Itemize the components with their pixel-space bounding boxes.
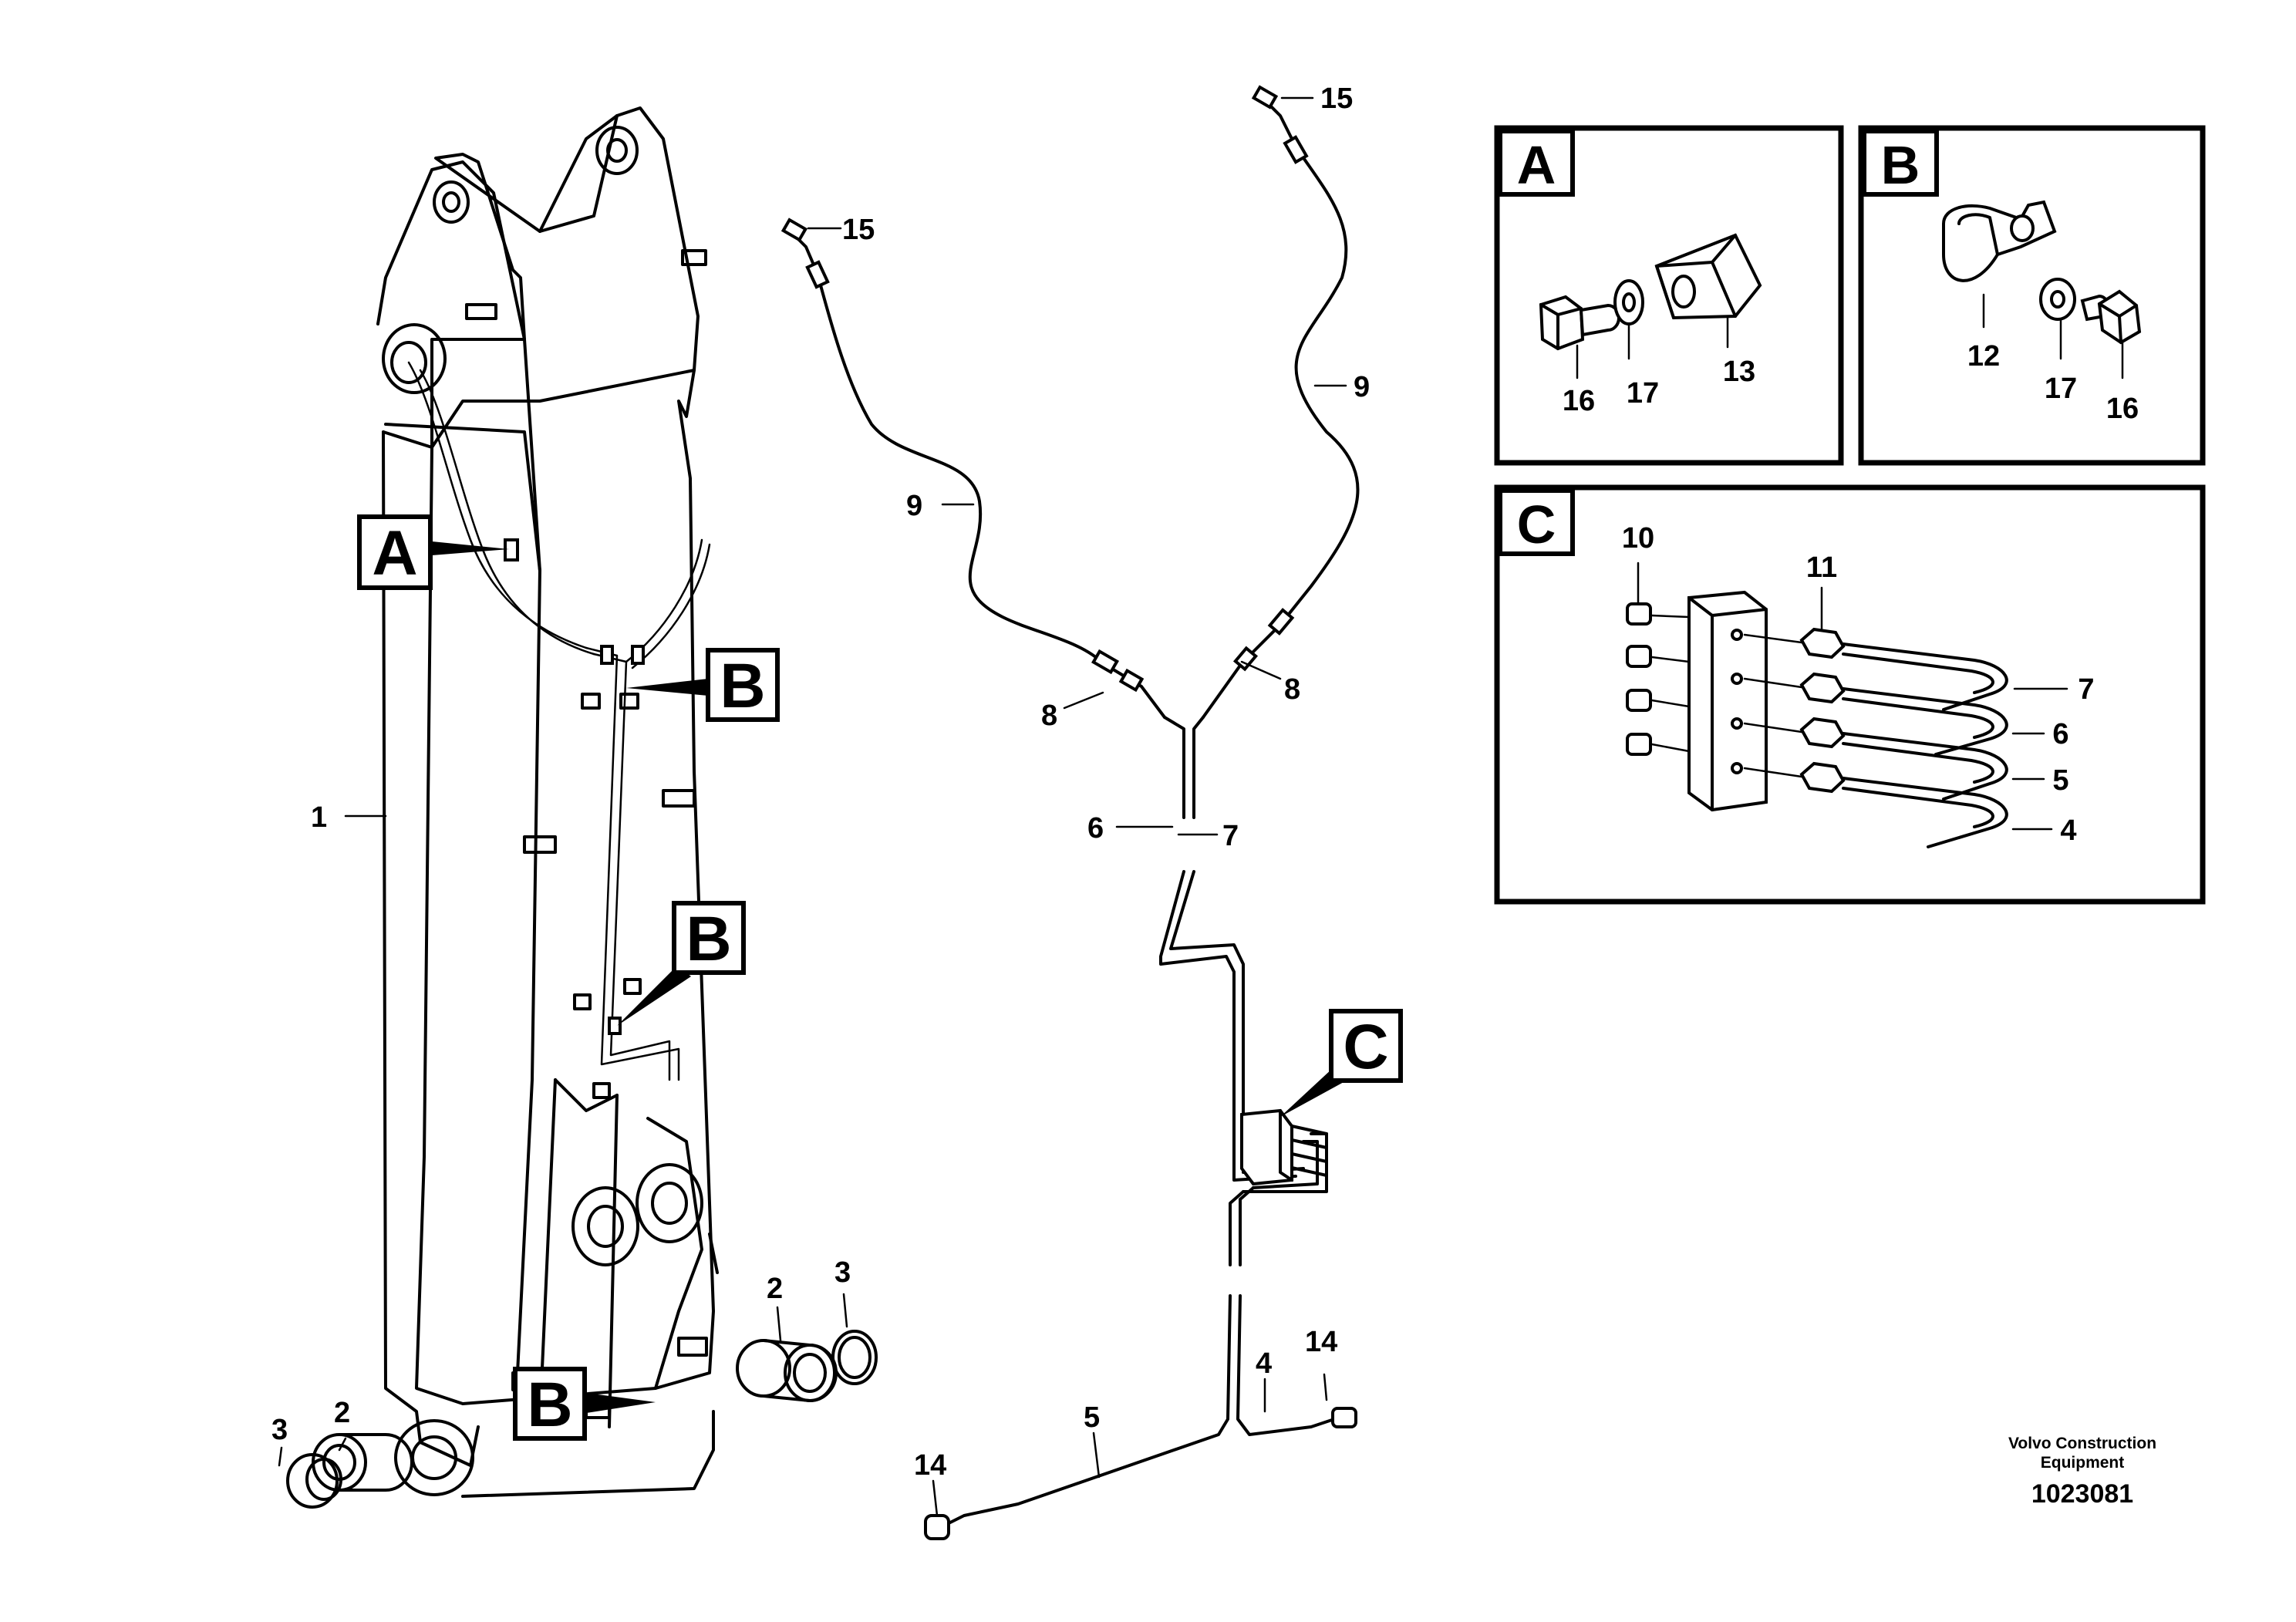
tube-bundle [924,716,1357,1540]
detail-panel-b: B 12 17 16 [1858,125,2206,466]
panel-b-label-washer: 17 [2045,373,2077,405]
hose-right [1202,85,1360,719]
svg-text:B: B [720,651,765,721]
label-tube-4: 4 [1256,1347,1272,1380]
svg-text:B: B [686,904,731,974]
boom-assembly [376,106,719,1498]
callout-c: C [1280,1009,1403,1117]
label-adapter-8-left: 8 [1041,700,1057,732]
panel-c-label-tube-6: 6 [2052,718,2068,750]
label-seal-left-3: 3 [271,1414,288,1446]
label-fitting-14-left: 14 [914,1449,946,1482]
label-hose-9-left: 9 [906,490,922,522]
label-bushing-left-2: 2 [334,1397,350,1429]
manufacturer-line-2: Equipment [2041,1454,2125,1472]
panel-b-label-clip: 12 [1967,340,2000,373]
label-fitting-15-right: 15 [1320,83,1353,115]
panel-b-label-bolt: 16 [2106,393,2139,425]
bushing-left [286,1433,413,1509]
callout-a: A [357,514,509,590]
label-seal-right-3: 3 [834,1256,851,1289]
leader-lines [278,96,1347,1517]
label-tube-7: 7 [1222,820,1239,852]
label-bushing-right-2: 2 [767,1273,783,1305]
callout-b-upper: B [626,648,780,722]
manufacturer-line-1: Volvo Construction [2008,1435,2156,1452]
label-adapter-8-right: 8 [1284,673,1300,706]
svg-text:B: B [1881,135,1920,195]
panel-a-label-block: 13 [1723,356,1755,388]
panel-c-label-tube-7: 7 [2078,673,2094,706]
panel-c-label-tube-5: 5 [2052,764,2068,797]
svg-text:B: B [527,1370,572,1440]
label-tube-5: 5 [1084,1401,1100,1434]
manufacturer-block: Volvo Construction Equipment 1023081 [2008,1435,2156,1509]
label-fitting-15-left: 15 [842,214,875,246]
detail-panel-c: C [1494,484,2206,905]
label-hose-9-right: 9 [1354,371,1370,403]
label-tube-6: 6 [1087,812,1104,845]
panel-c-label-tube-4: 4 [2060,814,2076,847]
drawing-number: 1023081 [2031,1479,2133,1509]
detail-panel-a: A 16 17 13 [1494,125,1844,466]
svg-text:A: A [372,518,417,588]
callout-b-middle: B [617,901,746,1026]
hose-left [781,218,1166,719]
bushing-right [736,1330,878,1402]
panel-a-label-washer: 17 [1627,377,1659,410]
svg-text:C: C [1517,494,1556,555]
label-fitting-14-right: 14 [1305,1326,1337,1358]
panel-c-label-plug: 10 [1622,522,1654,555]
label-boom-1: 1 [311,801,327,834]
panel-a-label-bolt: 16 [1563,385,1595,417]
svg-text:C: C [1343,1012,1388,1082]
svg-text:A: A [1517,135,1556,195]
panel-c-label-nut: 11 [1806,551,1837,584]
part-number-labels: 1 2 3 2 3 15 15 9 9 8 8 6 7 5 4 14 14 [271,83,1370,1482]
callout-b-lower: B [513,1367,656,1441]
